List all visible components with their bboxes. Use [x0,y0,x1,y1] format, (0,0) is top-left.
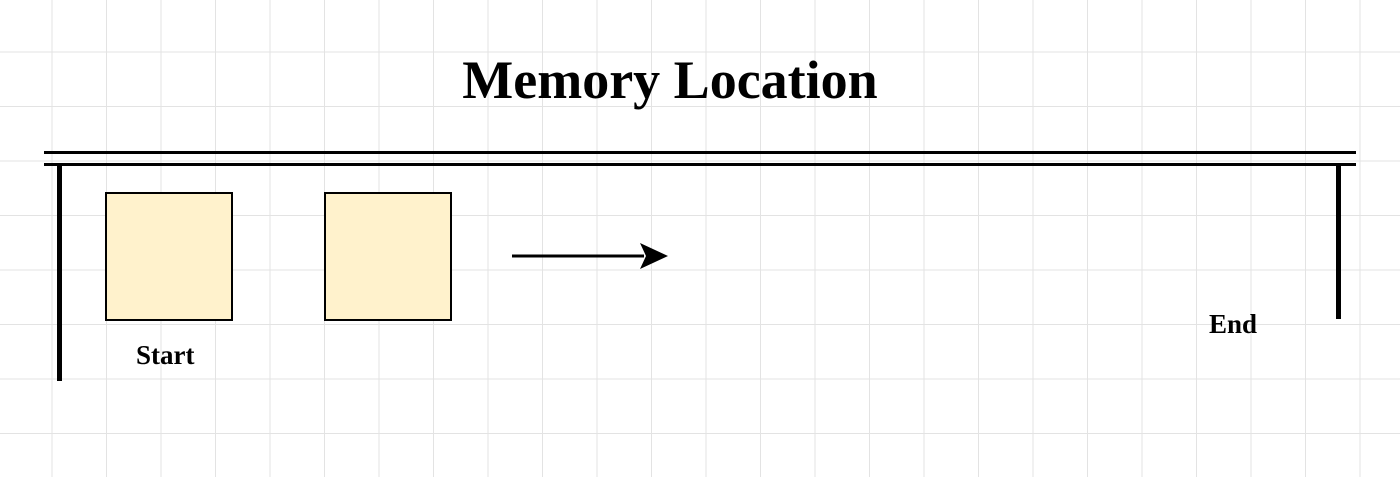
memory-end-boundary [1336,163,1341,319]
memory-top-rail [44,151,1356,154]
memory-cell-second [324,192,452,321]
memory-bottom-rail [44,163,1356,166]
diagram-title: Memory Location [462,50,878,110]
start-label: Start [136,340,195,370]
arrow-right-icon [512,243,668,269]
memory-start-boundary [57,163,62,381]
end-label: End [1209,309,1258,339]
memory-cell-first [105,192,233,321]
